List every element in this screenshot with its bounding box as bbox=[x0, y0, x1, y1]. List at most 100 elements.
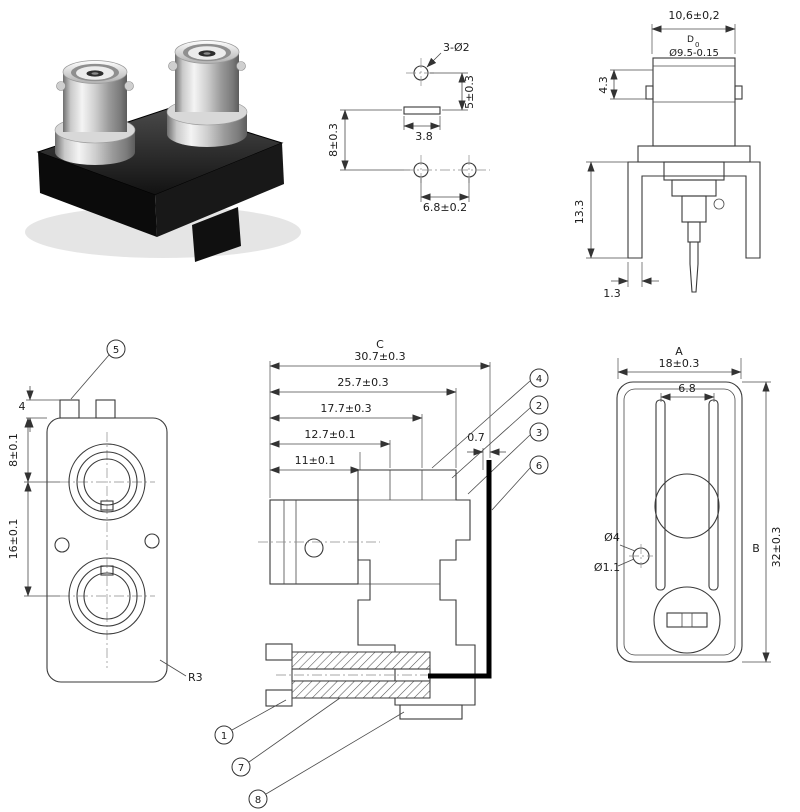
side-hole-right bbox=[144, 533, 160, 549]
hatch-bottom bbox=[291, 680, 431, 699]
dim-width: 10,6±0,2 bbox=[651, 9, 736, 54]
side-hole-left bbox=[54, 537, 70, 553]
dim-4-3: 4.3 bbox=[597, 69, 653, 100]
lower-port-section bbox=[265, 643, 463, 720]
callout-5-circle bbox=[106, 339, 126, 359]
dim-5-label: 11±0.1 bbox=[295, 454, 336, 467]
dim-lug-height: 4 bbox=[19, 386, 60, 432]
dim-6-8-label: 6.8±0.2 bbox=[423, 201, 467, 214]
dim-4-label: 12.7±0.1 bbox=[304, 428, 355, 441]
port1-mid bbox=[76, 451, 138, 513]
bayonet-lug bbox=[236, 61, 246, 71]
radius-label: R3 bbox=[188, 671, 203, 684]
dim-4: 12.7±0.1 bbox=[269, 428, 391, 468]
radius-callout: R3 bbox=[159, 659, 203, 684]
bayonet-lug-left bbox=[645, 85, 654, 100]
view-pin-layout: 3-Ø2 5±0.3 3.8 8±0.3 bbox=[327, 41, 490, 214]
dim-3-8: 3.8 bbox=[403, 116, 441, 143]
dim-3-label: 17.7±0.3 bbox=[320, 402, 371, 415]
callout-8-label: 8 bbox=[255, 795, 261, 806]
dim-6-8: 6.8±0.2 bbox=[420, 178, 470, 214]
dim-width-18-label: 18±0.3 bbox=[659, 357, 700, 370]
insulator-step2 bbox=[671, 179, 717, 197]
dim-8: 8±0.3 bbox=[327, 109, 410, 171]
callout-6-label: 6 bbox=[536, 461, 542, 472]
callout-7-circle bbox=[231, 757, 251, 777]
dia-pin-label: Ø1.1 bbox=[594, 561, 620, 574]
callout-5-label: 5 bbox=[113, 345, 119, 356]
callout-4-label: 4 bbox=[536, 374, 542, 385]
dim-5: 11±0.1 bbox=[269, 452, 361, 474]
dim-13-3-label: 13.3 bbox=[573, 200, 586, 225]
body-section-outline bbox=[357, 469, 476, 706]
callout-3: 3 bbox=[467, 422, 549, 495]
upper-port-rear bbox=[654, 473, 720, 539]
port2-inner bbox=[83, 572, 131, 620]
housing-outline bbox=[46, 417, 168, 683]
dim-overall-label: 30.7±0.3 bbox=[354, 350, 405, 363]
connector-base-side bbox=[155, 143, 284, 237]
flange bbox=[637, 145, 751, 163]
dim-5: 5±0.3 bbox=[430, 72, 476, 111]
dim-overall: C 30.7±0.3 bbox=[269, 338, 491, 458]
bayonet-lug bbox=[168, 61, 178, 71]
callout-1: 1 bbox=[214, 699, 287, 745]
contact-housing bbox=[681, 195, 707, 223]
callout-7-label: 7 bbox=[238, 763, 244, 774]
dim-2: 25.7±0.3 bbox=[269, 376, 457, 468]
dim-height-b: B 32±0.3 bbox=[742, 381, 783, 663]
front-nut-top bbox=[265, 643, 293, 661]
callout-8: 8 bbox=[248, 711, 405, 809]
product-photo bbox=[25, 40, 301, 262]
lower-port-center bbox=[681, 612, 693, 628]
dim-gap-label: 0.7 bbox=[467, 431, 485, 444]
dim-4-3-label: 4.3 bbox=[597, 76, 610, 94]
view-section: C 30.7±0.3 25.7±0.3 17.7±0.3 12.7±0.1 11… bbox=[214, 338, 549, 809]
callout-4: 4 bbox=[431, 368, 549, 469]
callout-2-label: 2 bbox=[536, 401, 542, 412]
dim-width-label: 10,6±0,2 bbox=[668, 9, 719, 22]
dim-center-offset-label: 8±0.1 bbox=[7, 433, 20, 467]
dim-13-3: 13.3 bbox=[573, 161, 628, 259]
callout-1-circle bbox=[214, 725, 234, 745]
connector-base-front bbox=[38, 152, 157, 237]
dia-pin-callout: Ø1.1 bbox=[594, 558, 635, 574]
dim-3-8-label: 3.8 bbox=[415, 130, 433, 143]
bnc-connector-left bbox=[54, 60, 136, 165]
dim-1-3-label: 1.3 bbox=[603, 287, 621, 300]
dim-height-label: 32±0.3 bbox=[770, 527, 783, 568]
port1-inner bbox=[83, 458, 131, 506]
hole-callout-label: 3-Ø2 bbox=[443, 41, 470, 54]
label-a: A bbox=[675, 345, 683, 358]
callout-2: 2 bbox=[451, 395, 549, 479]
dim-5-label: 5±0.3 bbox=[463, 75, 476, 109]
dim-center-offset: 8±0.1 bbox=[7, 417, 60, 483]
dim-center-pitch: 16±0.1 bbox=[7, 481, 60, 597]
dim-lug-height-label: 4 bbox=[19, 400, 26, 413]
bayonet-lug bbox=[56, 81, 66, 91]
hole-callout: 3-Ø2 bbox=[426, 41, 470, 68]
connector-base-tab bbox=[192, 207, 241, 262]
callout-6: 6 bbox=[491, 455, 549, 511]
contact-pin-right bbox=[708, 399, 719, 591]
tolerance-zero: 0 bbox=[695, 41, 699, 49]
dim-3: 17.7±0.3 bbox=[269, 402, 423, 468]
callout-1-label: 1 bbox=[221, 731, 227, 742]
bayonet-lug bbox=[124, 81, 134, 91]
callout-3-circle bbox=[529, 422, 549, 442]
callout-8-circle bbox=[248, 789, 268, 809]
port1-outer bbox=[68, 443, 146, 521]
mounting-bracket bbox=[627, 161, 761, 259]
lower-port-rear bbox=[653, 586, 721, 654]
housing-rear-inner bbox=[623, 388, 736, 656]
dim-pin-pitch-label: 6.8 bbox=[678, 382, 696, 395]
dim-gap: 0.7 bbox=[467, 431, 506, 470]
insulator-step1 bbox=[663, 161, 725, 181]
callout-5: 5 bbox=[70, 339, 126, 400]
callout-3-label: 3 bbox=[536, 428, 542, 439]
port1-key bbox=[100, 500, 114, 511]
bayonet-stud bbox=[304, 538, 324, 558]
upper-port-profile bbox=[258, 499, 380, 585]
callout-6-circle bbox=[529, 455, 549, 475]
pcb-slot bbox=[403, 106, 441, 115]
